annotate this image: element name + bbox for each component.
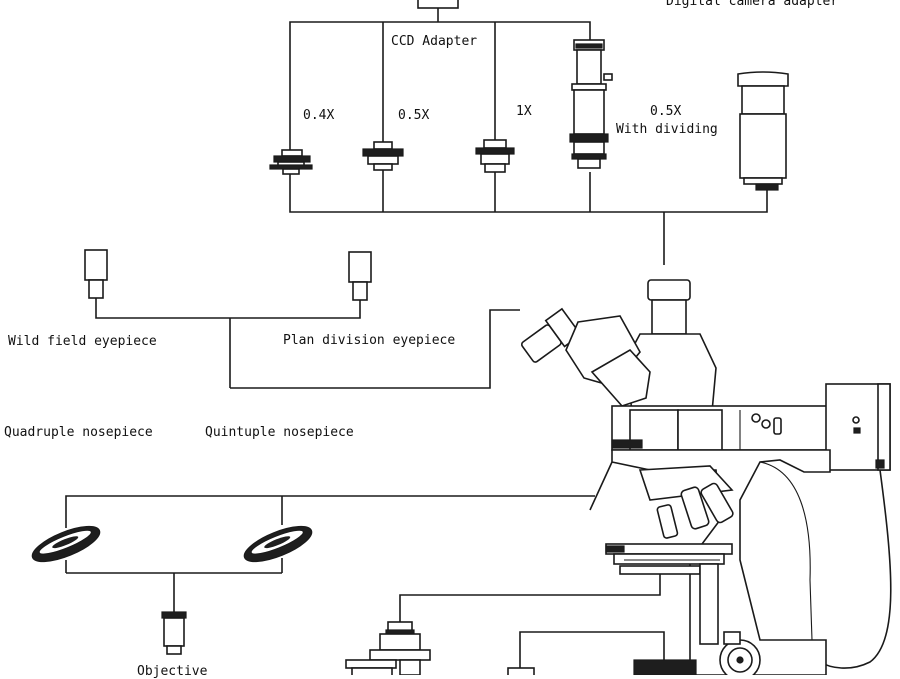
label-mag-1x: 1X [516,104,532,119]
digital-camera-adapter-part [737,71,789,191]
label-quadruple-nosepiece: Quadruple nosepiece [4,425,153,440]
label-ccd-adapter: CCD Adapter [391,34,478,49]
adapter-04x-part [269,149,313,175]
adapter-1x-part [475,139,515,173]
adapter-05x-part [362,141,404,171]
condenser-connector-lines [399,570,665,670]
plan-division-eyepiece-part [348,251,372,301]
adapter-05x-dividing-part [569,39,613,169]
filter-holder-part [507,667,535,675]
label-wide-field-eyepiece: Wild field eyepiece [8,334,157,349]
label-quintuple-nosepiece: Quintuple nosepiece [205,425,354,440]
nosepiece-connector-lines [65,495,595,612]
quintuple-nosepiece-part [243,525,313,563]
label-mag-0-4x: 0.4X [303,108,335,123]
microscope-body [520,279,892,675]
label-digital-camera-adapter: Digital camera adapter [666,0,839,9]
top-adapter-part [417,0,459,22]
label-mag-0-5x: 0.5X [398,108,430,123]
label-mag-0-5x-dividing-line2: With dividing [616,122,718,137]
label-mag-0-5x-dividing-line1: 0.5X [650,104,682,119]
label-objective: Objective [137,664,208,679]
wide-field-eyepiece-part [84,249,108,299]
condenser-part [345,621,431,675]
ccd-adapter-connector-lines [289,21,768,265]
eyepiece-connector-lines [95,298,520,389]
quadruple-nosepiece-part [31,525,101,563]
objective-part [161,611,187,655]
label-plan-division-eyepiece: Plan division eyepiece [283,333,456,348]
